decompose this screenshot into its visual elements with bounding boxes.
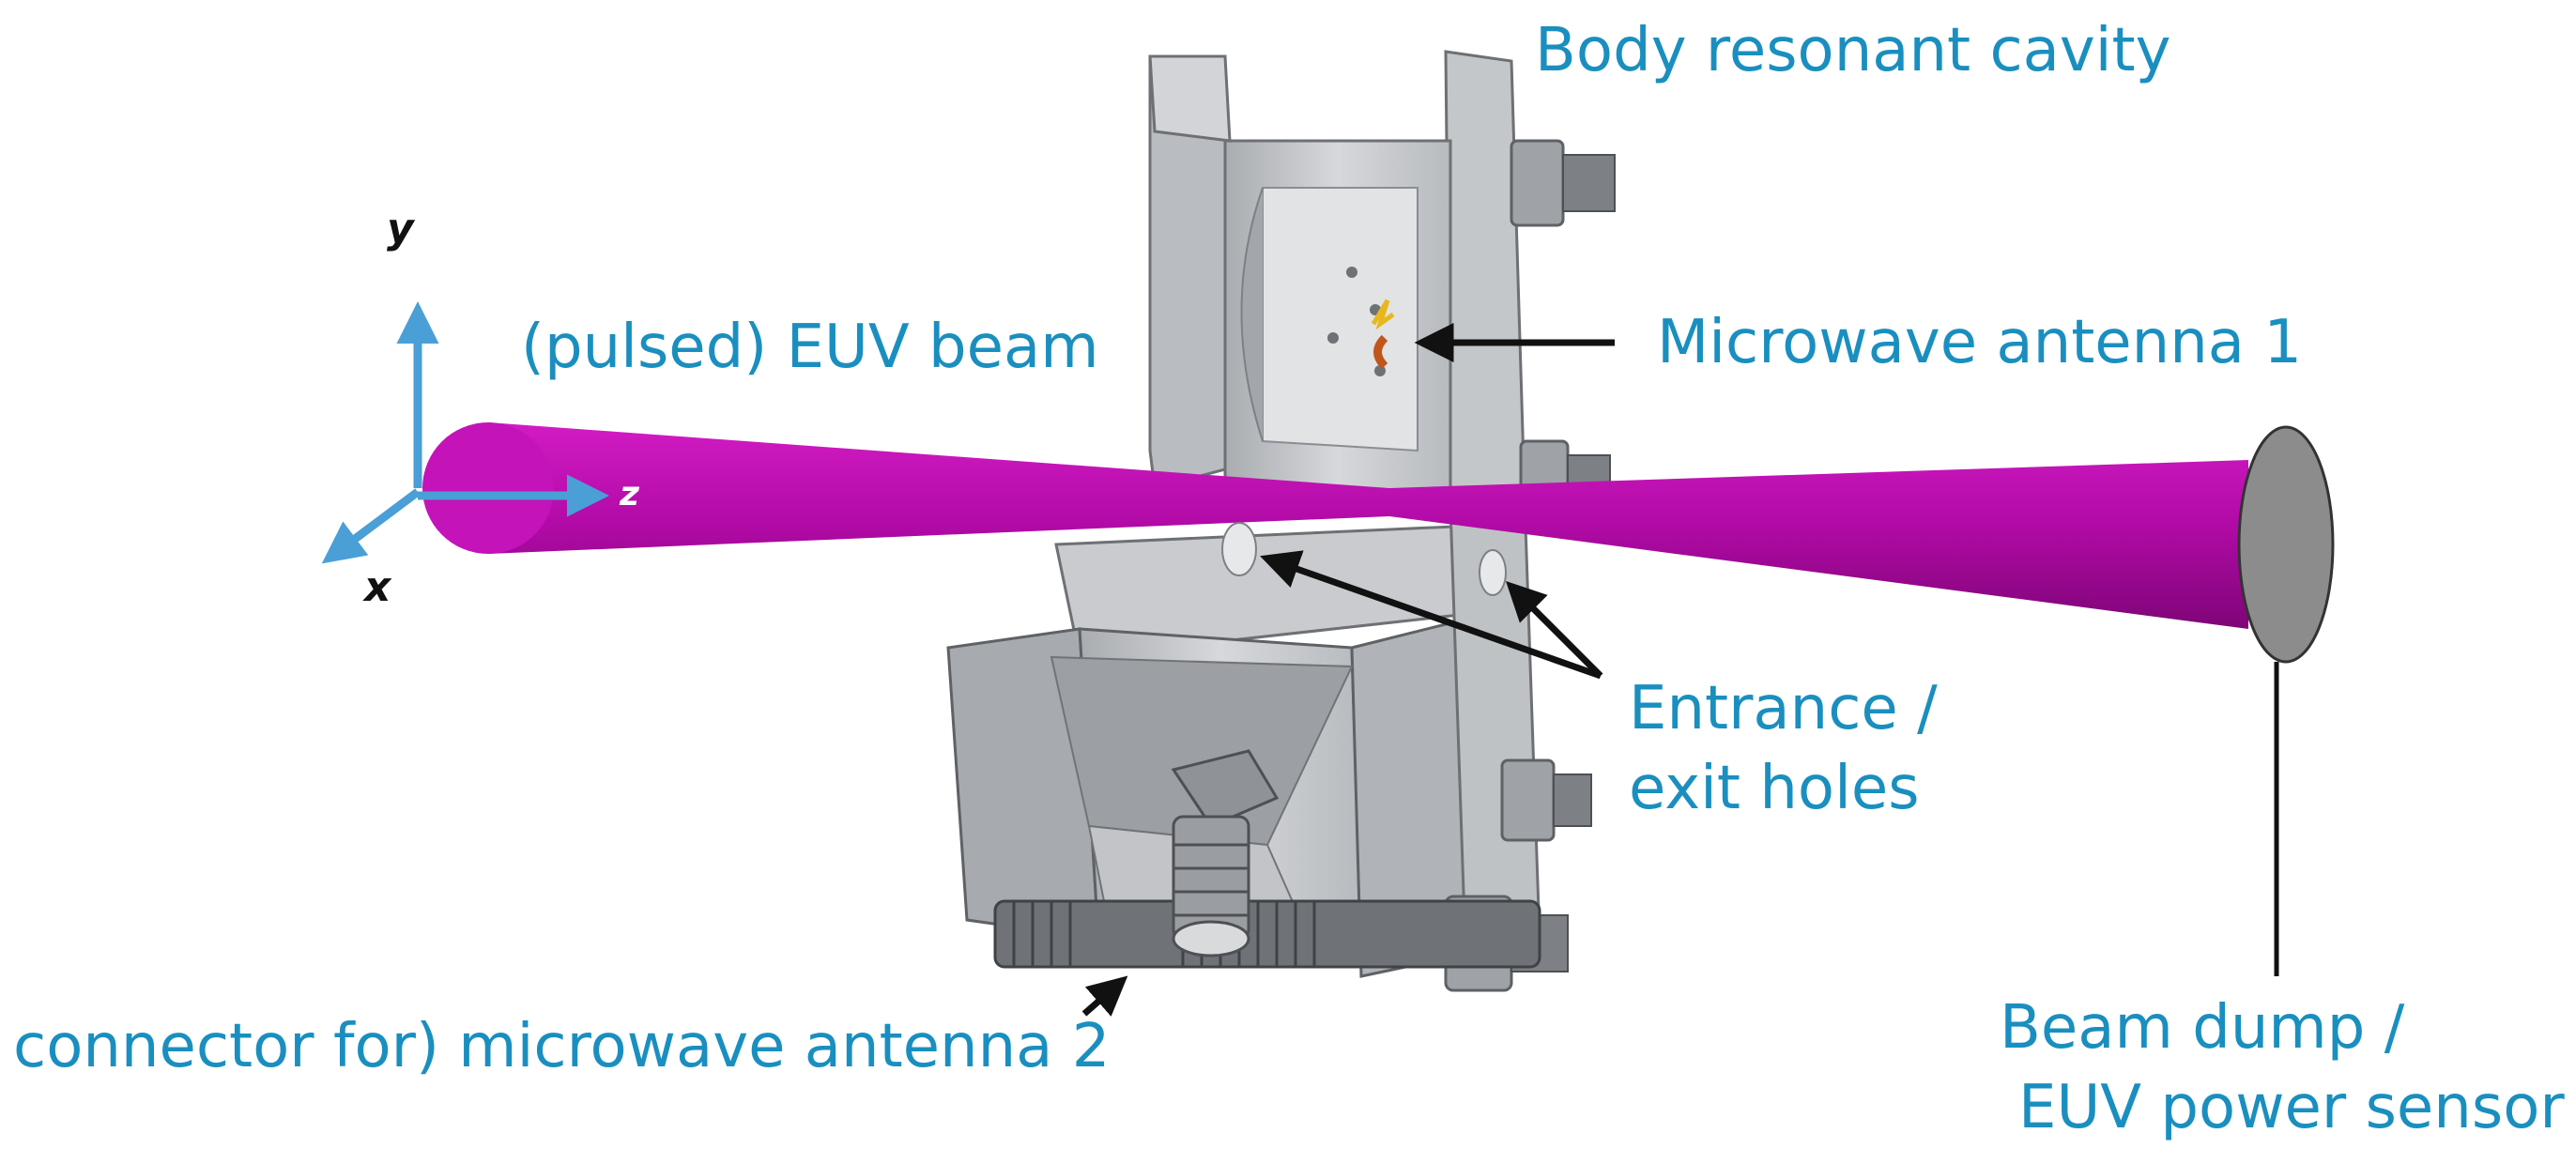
coordinate-axes [321,301,609,564]
axis-label-y: y [387,205,414,253]
antenna-1-icon [1371,299,1395,370]
arrow-entrance-hole [1260,550,1602,680]
arrow-antenna-2 [1081,975,1128,1017]
label-entrance-line2: exit holes [1629,754,1920,823]
label-body-resonant-cavity: Body resonant cavity [1535,16,2171,85]
axis-label-z: z [620,475,639,513]
bolt-lower-1 [1500,758,1592,842]
antenna-2-connector-icon [1171,749,1280,957]
label-beam-dump-line1: Beam dump / [2000,993,2405,1063]
label-entrance-line1: Entrance / [1629,674,1938,743]
axis-label-x: x [364,563,391,611]
bolt-upper-1 [1510,139,1616,227]
threaded-rod [993,899,1541,969]
entrance-hole-icon [1221,522,1257,576]
x-axis-arrow [321,488,421,564]
label-antenna-2: connector for) microwave antenna 2 [13,1012,1111,1081]
cavity-upper [1148,50,1527,528]
euv-beam-cone [422,422,2248,629]
arrow-exit-hole [1506,581,1603,679]
cavity-lower [946,505,1541,978]
label-antenna-1: Microwave antenna 1 [1657,308,2303,377]
label-euv-beam: (pulsed) EUV beam [521,313,1099,382]
exit-hole-icon [1479,549,1507,596]
label-beam-dump-line2: EUV power sensor [2018,1073,2565,1142]
beam-dump-disc [2237,425,2335,976]
